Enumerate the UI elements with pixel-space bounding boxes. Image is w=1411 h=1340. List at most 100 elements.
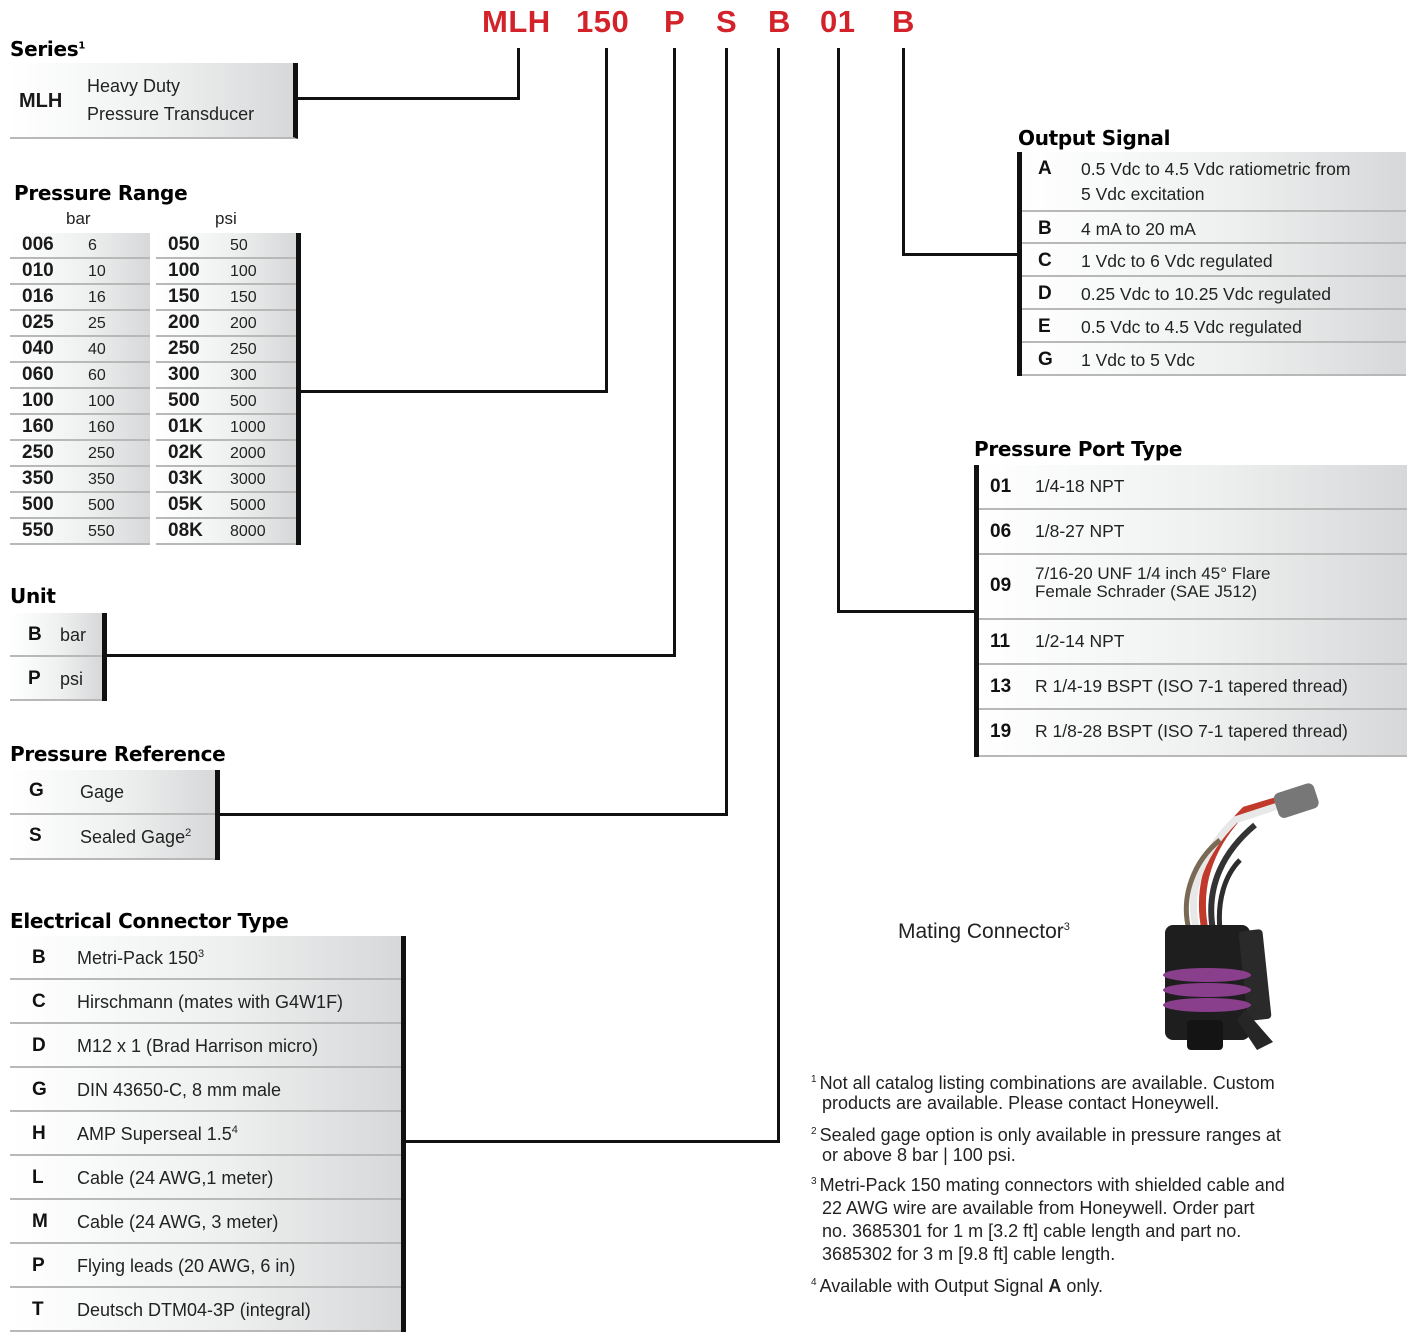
pressure-range-value: 16: [88, 289, 106, 306]
pressure-range-row: 150 150: [156, 285, 296, 311]
pressure-port-label-line2: Female Schrader (SAE J512): [1035, 582, 1258, 601]
pressure-range-value: 350: [88, 471, 115, 488]
pressure-range-value: 60: [88, 367, 106, 384]
pressure-range-code: 350: [22, 468, 54, 489]
connector-label-text: Flying leads (20 AWG, 6 in): [77, 1256, 296, 1276]
footnote-text: only.: [1061, 1276, 1104, 1296]
footnote-text: products are available. Please contact H…: [822, 1093, 1220, 1113]
connector-footnote-ref: 3: [198, 948, 205, 960]
pressure-range-code: 02K: [168, 442, 203, 463]
connector-footnote-ref: 4: [231, 1124, 238, 1136]
pressure-range-value: 250: [88, 445, 115, 462]
pressure-range-row: 250 250: [156, 337, 296, 363]
footnote-text: 3685302 for 3 m [9.8 ft] cable length.: [822, 1244, 1116, 1264]
line-series-vertical: [517, 48, 520, 100]
footnote-text: or above 8 bar | 100 psi.: [822, 1145, 1016, 1165]
reference-label-text: Gage: [80, 782, 125, 802]
reference-footnote-ref: 2: [185, 827, 192, 839]
pressure-range-value: 150: [230, 289, 257, 306]
series-desc-line2: Pressure Transducer: [87, 104, 255, 124]
output-signal-label: 0.25 Vdc to 10.25 Vdc regulated: [1081, 284, 1332, 304]
line-output-vertical: [902, 48, 905, 256]
connector-row: B Metri-Pack 1503: [10, 936, 401, 980]
line-port-horizontal: [837, 610, 977, 613]
reference-label: Sealed Gage2: [80, 825, 191, 849]
pressure-range-code: 300: [168, 364, 200, 385]
code-range: 150: [576, 4, 630, 39]
connector-label-text: Cable (24 AWG,1 meter): [77, 1168, 274, 1188]
output-signal-label: 1 Vdc to 5 Vdc: [1081, 350, 1195, 370]
connector-code: M: [32, 1211, 48, 1232]
pressure-port-code: 11: [990, 631, 1011, 652]
output-signal-label: 4 mA to 20 mA: [1081, 219, 1196, 239]
footnote-text: no. 3685301 for 1 m [3.2 ft] cable lengt…: [822, 1221, 1242, 1241]
pressure-range-code: 200: [168, 312, 200, 333]
code-port: 01: [820, 4, 856, 39]
connector-label: Cable (24 AWG,1 meter): [77, 1166, 273, 1190]
unit-label: psi: [60, 669, 84, 689]
reference-label-text: Sealed Gage: [80, 827, 186, 847]
connector-label: AMP Superseal 1.54: [77, 1122, 238, 1146]
footnote-number: 4: [811, 1277, 817, 1288]
unit-code: B: [28, 624, 42, 645]
code-connector: B: [768, 4, 791, 39]
pressure-port-label: 1/4-18 NPT: [1035, 476, 1125, 496]
connector-code: B: [32, 947, 46, 968]
connector-label: Deutsch DTM04-3P (integral): [77, 1298, 311, 1322]
pressure-range-code: 150: [168, 286, 200, 307]
connector-label: Flying leads (20 AWG, 6 in): [77, 1254, 295, 1278]
pressure-range-value: 1000: [230, 419, 266, 436]
output-signal-heading: Output Signal: [1018, 126, 1171, 150]
pressure-range-value: 10: [88, 263, 106, 280]
pressure-port-row: 01 1/4-18 NPT: [979, 465, 1407, 510]
unit-table: B bar P psi: [10, 613, 107, 701]
footnote-number: 2: [811, 1126, 817, 1137]
output-signal-code: A: [1038, 158, 1052, 179]
line-output-horizontal: [902, 253, 1022, 256]
pressure-range-code: 010: [22, 260, 54, 281]
reference-row: G Gage: [10, 770, 215, 815]
pressure-range-value: 50: [230, 237, 248, 254]
pressure-range-code: 006: [22, 234, 54, 255]
code-output: B: [892, 4, 915, 39]
pressure-range-value: 250: [230, 341, 257, 358]
mating-connector-label: Mating Connector3: [898, 920, 1070, 944]
footnote-number: 1: [811, 1074, 817, 1085]
pressure-range-code: 250: [168, 338, 200, 359]
footnote-text: Sealed gage option is only available in …: [819, 1125, 1281, 1145]
connector-label-text: M12 x 1 (Brad Harrison micro): [77, 1036, 319, 1056]
unit-heading: Unit: [10, 584, 56, 608]
connector-code: H: [32, 1123, 46, 1144]
connector-label: Metri-Pack 1503: [77, 946, 204, 970]
series-footnote-ref: 1: [78, 40, 86, 52]
connector-code: P: [32, 1255, 45, 1276]
pressure-port-code: 01: [990, 476, 1012, 497]
footnote-text: Not all catalog listing combinations are…: [819, 1073, 1275, 1093]
pressure-port-label: R 1/8-28 BSPT (ISO 7-1 tapered thread): [1035, 721, 1348, 741]
series-code: MLH: [19, 90, 63, 112]
reference-row: S Sealed Gage2: [10, 815, 215, 860]
pressure-range-code: 500: [22, 494, 54, 515]
footnote-text: Available with Output Signal: [819, 1276, 1049, 1296]
pressure-range-code: 01K: [168, 416, 203, 437]
connector-code: T: [32, 1299, 44, 1320]
footnote-number: 3: [811, 1176, 817, 1187]
